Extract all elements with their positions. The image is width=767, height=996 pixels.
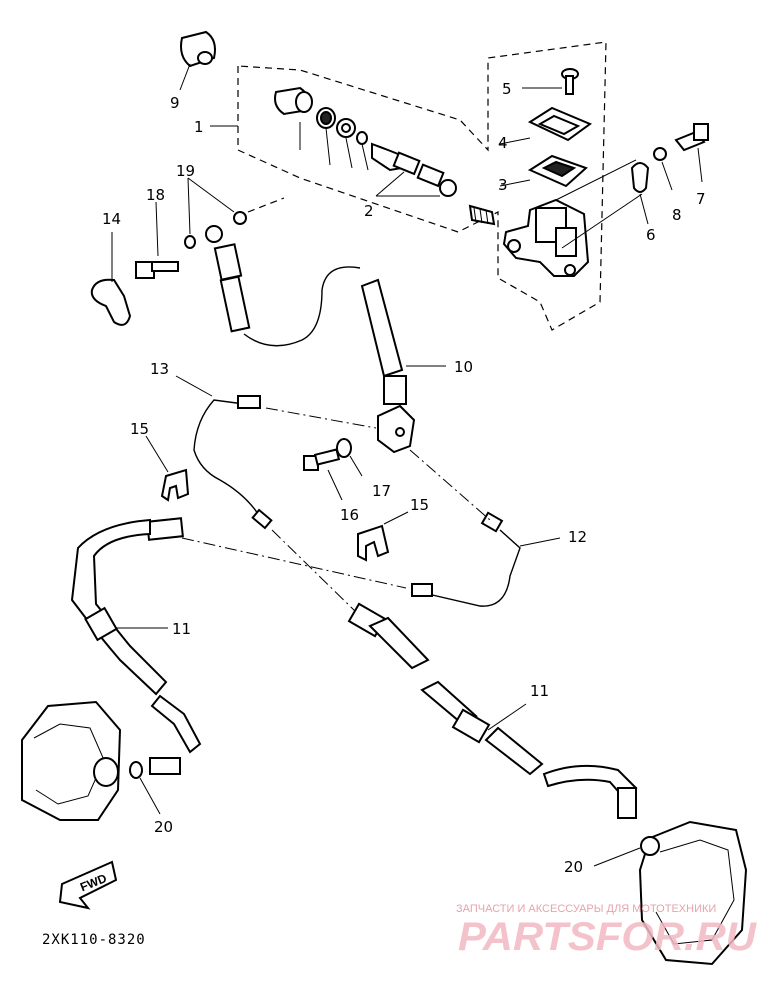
part-17-washer bbox=[336, 438, 363, 477]
part-2-piston-kit bbox=[274, 86, 457, 197]
watermark-brand: PARTSFOR.RU bbox=[458, 915, 757, 959]
part-13-brake-pipe bbox=[175, 375, 377, 530]
callout-7: 7 bbox=[696, 190, 706, 208]
part-15-hose-clip-right bbox=[357, 511, 409, 562]
part-6-clip bbox=[630, 162, 650, 225]
part-2-return-spring bbox=[468, 204, 496, 226]
callout-2: 2 bbox=[364, 202, 374, 220]
part-8-washer bbox=[653, 147, 673, 191]
part-19-washers bbox=[184, 177, 247, 249]
callout-13: 13 bbox=[150, 360, 169, 378]
part-11-brake-hose-right bbox=[347, 602, 638, 819]
part-9-dust-boot bbox=[179, 30, 216, 91]
callout-15-right: 15 bbox=[410, 496, 429, 514]
watermark-caption: ЗАПЧАСТИ И АКСЕССУАРЫ ДЛЯ МОТОТЕХНИКИ bbox=[456, 903, 716, 915]
part-10-brake-hose bbox=[360, 278, 446, 405]
right-brake-caliper bbox=[593, 820, 748, 966]
diagram-code: 2XK110-8320 bbox=[42, 932, 146, 948]
callout-6: 6 bbox=[646, 226, 656, 244]
callout-3: 3 bbox=[498, 176, 508, 194]
part-15-hose-clip-left bbox=[145, 435, 190, 502]
part-16-joint-bolt bbox=[303, 448, 343, 501]
part-11-brake-hose-left bbox=[70, 517, 407, 775]
callout-11-left: 11 bbox=[172, 620, 191, 638]
callout-8: 8 bbox=[672, 206, 682, 224]
callout-18: 18 bbox=[146, 186, 165, 204]
callout-labels: 9 1 2 3 4 5 6 7 8 10 11 11 12 13 14 15 1… bbox=[102, 80, 706, 876]
part-4-reservoir-cap bbox=[527, 106, 593, 142]
part-14-brake-lever bbox=[90, 232, 132, 326]
callout-4: 4 bbox=[498, 134, 508, 152]
callout-17: 17 bbox=[372, 482, 391, 500]
callout-20-right: 20 bbox=[564, 858, 583, 876]
callout-16: 16 bbox=[340, 506, 359, 524]
left-brake-caliper bbox=[21, 700, 161, 821]
callout-9: 9 bbox=[170, 94, 180, 112]
callout-10: 10 bbox=[454, 358, 473, 376]
callout-11-right: 11 bbox=[530, 682, 549, 700]
callout-20-left: 20 bbox=[154, 818, 173, 836]
part-12-brake-pipe bbox=[409, 449, 561, 607]
brake-joint-block bbox=[377, 404, 416, 454]
callout-1: 1 bbox=[194, 118, 204, 136]
watermark: ЗАПЧАСТИ И АКСЕССУАРЫ ДЛЯ МОТОТЕХНИКИ PA… bbox=[456, 903, 757, 959]
part-5-cap-screw bbox=[522, 68, 579, 95]
callout-5: 5 bbox=[502, 80, 512, 98]
callout-12: 12 bbox=[568, 528, 587, 546]
part-3-diaphragm bbox=[527, 154, 588, 188]
callout-15-left: 15 bbox=[130, 420, 149, 438]
master-cylinder-body bbox=[502, 159, 643, 277]
part-18-bolt bbox=[135, 201, 179, 279]
callout-14: 14 bbox=[102, 210, 121, 228]
fwd-arrow: FWD bbox=[58, 860, 118, 910]
part-7-bolt bbox=[674, 123, 709, 183]
part-banjo-hose-upper bbox=[205, 197, 361, 347]
master-cylinder-assembly-boundary bbox=[237, 41, 607, 331]
callout-19: 19 bbox=[176, 162, 195, 180]
